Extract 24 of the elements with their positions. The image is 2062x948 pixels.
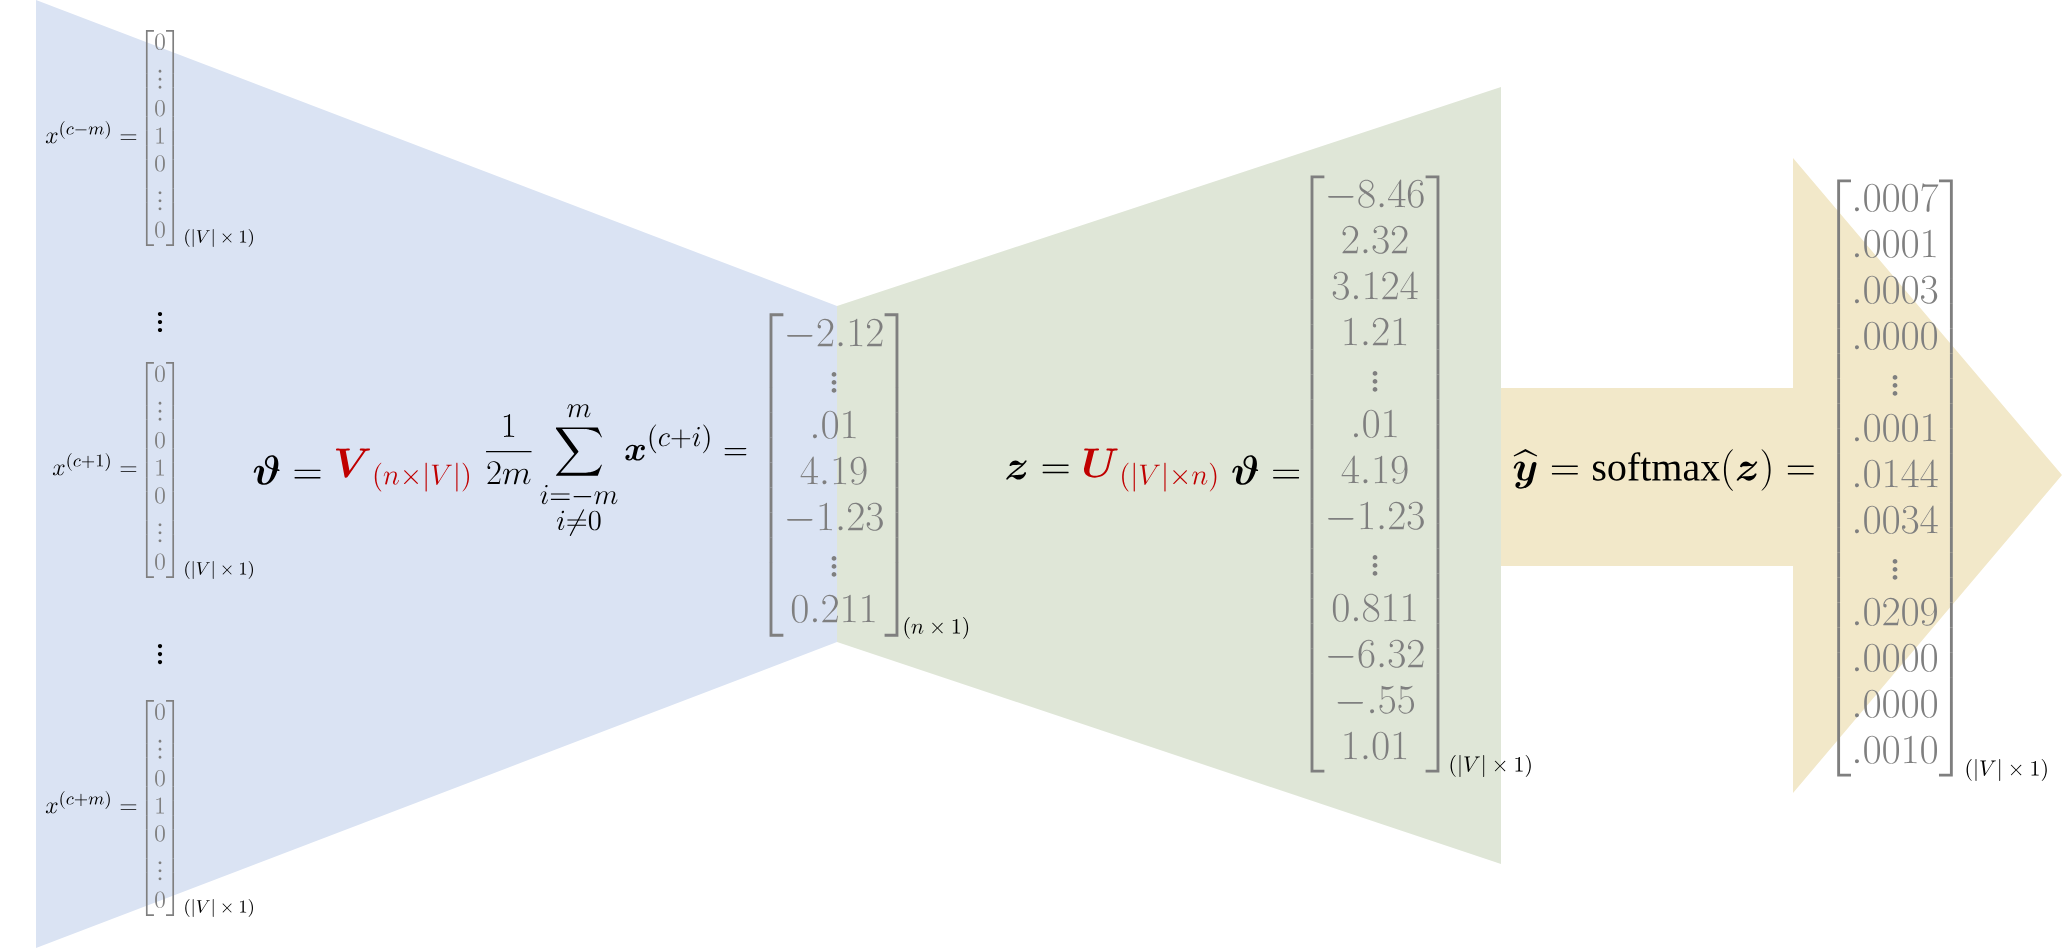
dimension-subscript: $(|V|\times 1)$: [1450, 755, 1531, 777]
dimension-subscript: $(|V|\times 1)$: [1966, 759, 2047, 781]
equation: $x^{(c+m)} =$: [45, 790, 137, 814]
weight-matrix: $\boldsymbol{U}_{(|V|\times n)}$: [1083, 448, 1217, 492]
vector: $\begin{bmatrix}0\\\vdots\\0\\1\\0\\\vdots\\0\end{bmatrix}$: [145, 30, 175, 246]
equation: $\boldsymbol{\vartheta} =$: [253, 455, 321, 485]
vector: $\begin{bmatrix}-8.46\\2.32\\3.124\\1.21\\\vdots\\.01\\4.19\\-1.23\\\vdots\\0.811\\-6.32\\-.55\\1.01\end{bmatrix}$: [1310, 175, 1440, 773]
ellipsis: $\vdots$: [157, 311, 163, 333]
vector: $\begin{bmatrix}-2.12\\\vdots\\.01\\4.19\\-1.23\\\vdots\\0.211\end{bmatrix}$: [769, 313, 899, 637]
equation: $\widehat{\boldsymbol{y}} = \mathrm{softmax}(\boldsymbol{z}) =$: [1513, 448, 1814, 491]
equation: $\boldsymbol{\vartheta} =$: [1232, 455, 1300, 485]
equation: $x^{(c-m)} =$: [45, 120, 137, 144]
dimension-subscript: $(|V|\times 1)$: [185, 899, 253, 918]
vector: $\begin{bmatrix}.0007\\.0001\\.0003\\.0000\\\vdots\\.0001\\.0144\\.0034\\\vdots\\.0209\\.0000\\.0000\\.0010\end{bmatrix}$: [1837, 179, 1953, 777]
equation: $\boldsymbol{z} =$: [1006, 460, 1069, 480]
equation: $x^{(c+1)} =$: [52, 452, 137, 476]
dimension-subscript: $(|V|\times 1)$: [185, 229, 253, 247]
ellipsis: $\vdots$: [157, 643, 163, 665]
vector: $\begin{bmatrix}0\\\vdots\\0\\1\\0\\\vdots\\0\end{bmatrix}$: [145, 700, 175, 916]
dimension-subscript: $(n\times 1)$: [904, 617, 969, 639]
equation: $\frac{1}{2m}\sum_{\substack{i=-m\\ i\neq 0}}^{m} \boldsymbol{x}^{(c+i)} =$: [486, 404, 747, 536]
weight-matrix: $\boldsymbol{V}_{(n\times |V|)}$: [336, 448, 469, 492]
dimension-subscript: $(|V|\times 1)$: [185, 561, 253, 580]
vector: $\begin{bmatrix}0\\\vdots\\0\\1\\0\\\vdots\\0\end{bmatrix}$: [145, 362, 175, 578]
